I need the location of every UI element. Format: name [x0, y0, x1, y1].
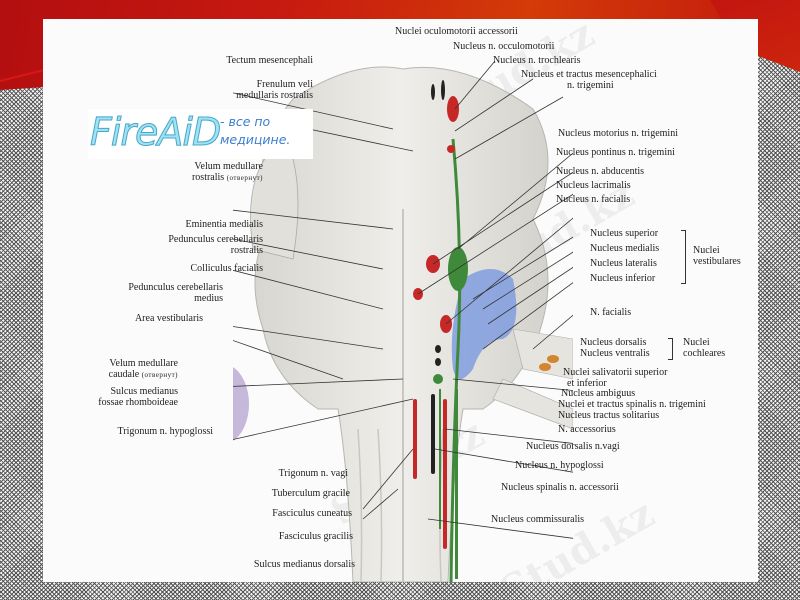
label-velum-rostrale-line1: Velum medullare [194, 161, 263, 172]
label-fasc-cuneatus: Fasciculus cuneatus [272, 508, 352, 519]
label-frenulum: Frenulum veli medullaris rostralis [236, 79, 313, 101]
label-dorsalis: Nucleus dorsalis [580, 337, 647, 348]
label-velum-rostrale: Velum medullare rostralis (отвернут) [192, 161, 263, 184]
label-dorsalis-vagi: Nucleus dorsalis n.vagi [526, 441, 620, 452]
label-motorius: Nucleus motorius n. trigemini [558, 128, 678, 139]
label-velum-caudale-line1: Velum medullare [109, 358, 178, 369]
label-inferior: Nucleus inferior [590, 273, 656, 284]
label-colliculus: Colliculus facialis [190, 263, 264, 274]
label-salivatorii-line1: Nuclei salivatorii superior [563, 367, 668, 378]
label-superior: Nucleus superior [590, 228, 659, 239]
logo-tagline-line1: - все по [220, 114, 271, 129]
label-trigonum-vagi: Trigonum n. vagi [278, 468, 348, 479]
label-sulcus-medianus: Sulcus medianus fossae rhomboideae [98, 386, 178, 408]
brainstem-illustration [233, 60, 573, 582]
label-mesencephalici-line2: n. trigemini [567, 80, 614, 91]
label-cochleares-line2: cochleares [683, 348, 726, 359]
label-vestibulares-line1: Nuclei [693, 245, 720, 256]
label-ventralis: Nucleus ventralis [580, 348, 650, 359]
label-tuberculum: Tuberculum gracile [271, 488, 350, 499]
label-sulcus-medianus-line2: fossae rhomboideae [98, 397, 178, 408]
label-cochleares-line1: Nuclei [683, 337, 710, 348]
logo-tagline: - все по медицине. [220, 113, 290, 149]
label-hypoglossi: Nucleus n. hypoglossi [515, 460, 604, 471]
label-medialis: Nucleus medialis [590, 243, 660, 254]
label-oculomotorii-accessorii: Nuclei oculomotorii accessorii [395, 26, 518, 37]
fireaid-logo: FireAiD - все по медицине. [88, 109, 313, 159]
label-mesencephalici: Nucleus et tractus mesencephalici n. tri… [521, 69, 657, 91]
label-ambiguus: Nucleus ambiguus [561, 388, 636, 399]
cochlear-brace [668, 338, 673, 360]
label-velum-caudale-note: (отвернут) [141, 371, 178, 379]
label-cochleares-group: Nuclei cochleares [683, 337, 725, 359]
label-facialis-nucleus: Nucleus n. facialis [556, 194, 631, 205]
logo-main-text: FireAiD [89, 110, 221, 155]
label-ped-rostralis-line1: Pedunculus cerebellaris [168, 234, 263, 245]
label-lacrimalis: Nucleus lacrimalis [556, 180, 631, 191]
label-trigonum-hypoglossi: Trigonum n. hypoglossi [117, 426, 213, 437]
vestibular-brace [681, 230, 686, 284]
label-velum-rostrale-line2: rostralis [191, 172, 225, 183]
label-fasc-gracilis: Fasciculus gracilis [278, 531, 353, 542]
label-tectum: Tectum mesencephali [226, 55, 313, 66]
label-n-occulomotorii: Nucleus n. occulomotorii [453, 41, 555, 52]
label-ped-medius-line2: medius [194, 293, 223, 304]
label-n-trochlearis: Nucleus n. trochlearis [493, 55, 581, 66]
label-sulcus-dorsalis: Sulcus medianus dorsalis [253, 559, 355, 570]
label-salivatorii: Nuclei salivatorii superior et inferior [563, 367, 667, 389]
label-eminentia: Eminentia medialis [185, 219, 263, 230]
logo-tagline-line2: медицине. [220, 132, 291, 147]
label-velum-caudale-line2: caudale [108, 369, 140, 380]
label-lateralis: Nucleus lateralis [590, 258, 657, 269]
label-ped-medius: Pedunculus cerebellaris medius [128, 282, 223, 304]
label-spinalis-trigemini: Nuclei et tractus spinalis n. trigemini [558, 399, 706, 410]
label-frenulum-line1: Frenulum veli [256, 79, 313, 90]
label-sulcus-medianus-line1: Sulcus medianus [110, 386, 179, 397]
label-ped-rostralis: Pedunculus cerebellaris rostralis [168, 234, 263, 256]
label-n-accessorius: N. accessorius [558, 424, 616, 435]
label-ped-medius-line1: Pedunculus cerebellaris [128, 282, 223, 293]
label-abducentis: Nucleus n. abducentis [556, 166, 645, 177]
label-velum-caudale: Velum medullare caudale (отвернут) [109, 358, 178, 381]
label-vestibulares-line2: vestibulares [693, 256, 741, 267]
label-solitarius: Nucleus tractus solitarius [558, 410, 660, 421]
label-salivatorii-line2: et inferior [567, 378, 607, 389]
slide-content: Stud.kz Stud.kz Stud.kz Stud.kz [43, 19, 758, 582]
label-vestibulares-group: Nuclei vestibulares [693, 245, 741, 267]
label-spinalis-accessorii: Nucleus spinalis n. accessorii [501, 482, 619, 493]
label-velum-rostrale-note: (отвернут) [226, 174, 263, 182]
label-pontinus: Nucleus pontinus n. trigemini [556, 147, 675, 158]
label-n-facialis: N. facialis [590, 307, 632, 318]
label-ped-rostralis-line2: rostralis [230, 245, 263, 256]
label-mesencephalici-line1: Nucleus et tractus mesencephalici [521, 69, 657, 80]
label-area-vestibularis: Area vestibularis [134, 313, 203, 324]
label-frenulum-line2: medullaris rostralis [236, 90, 313, 101]
label-commissuralis: Nucleus commissuralis [491, 514, 585, 525]
